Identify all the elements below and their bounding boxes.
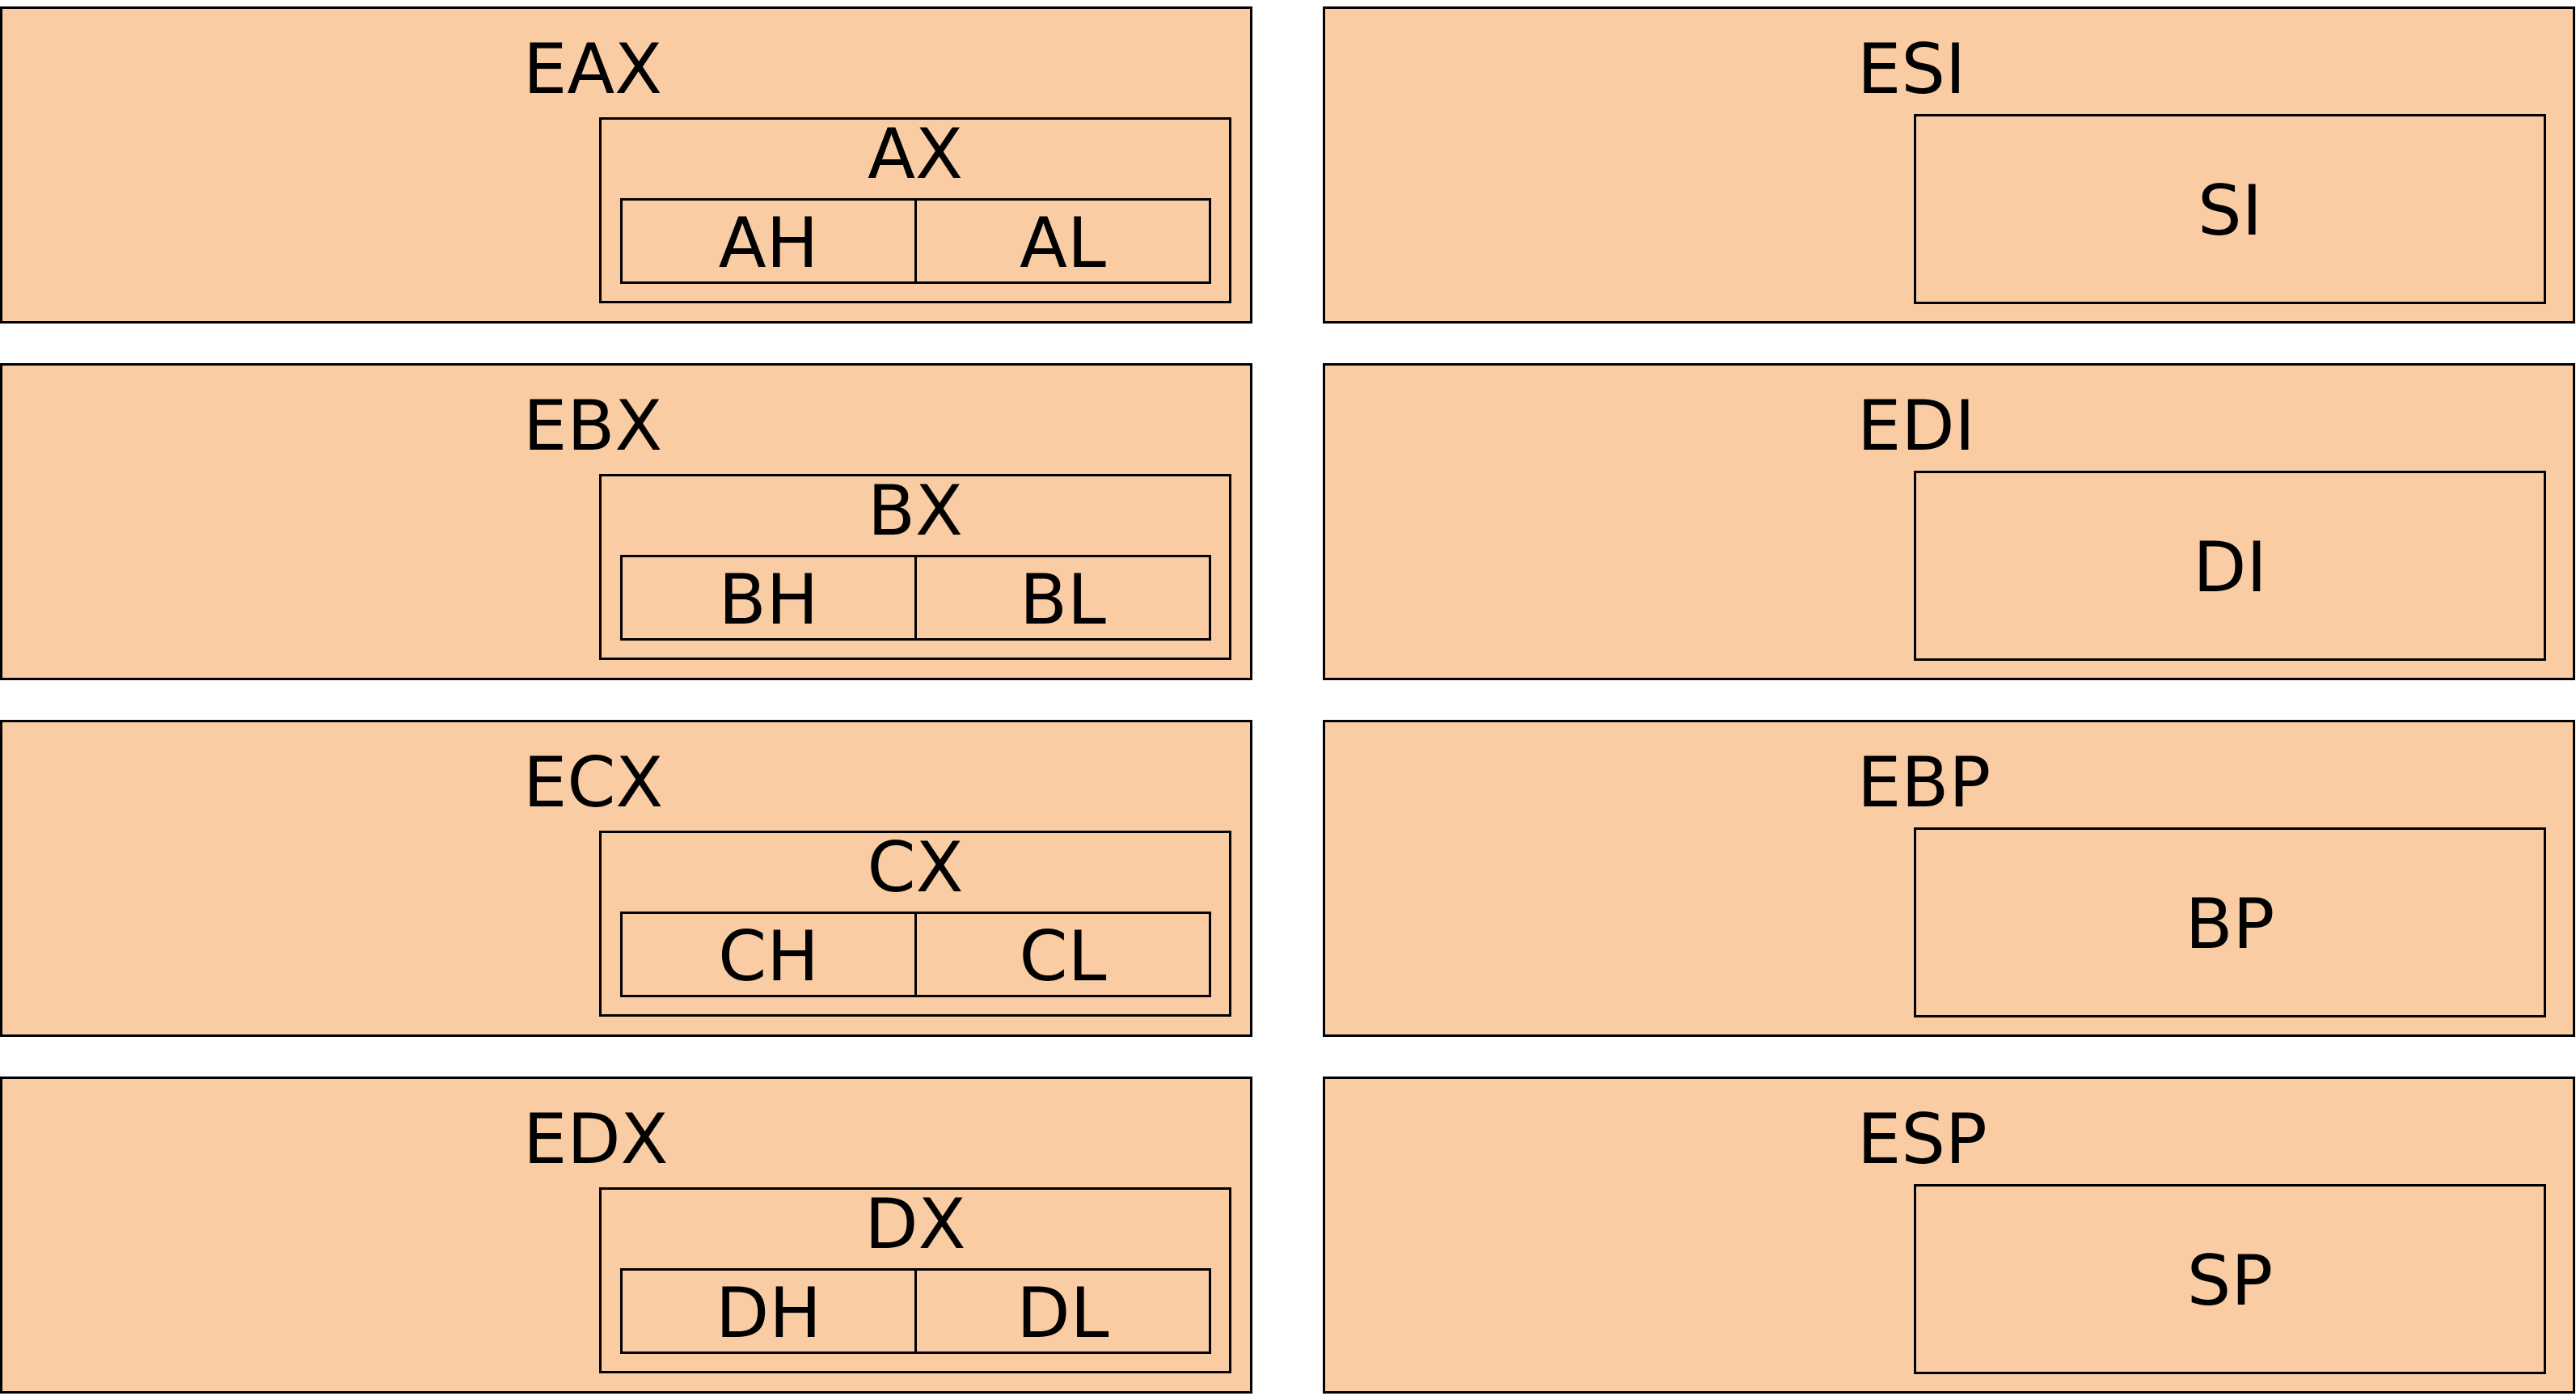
register-name: EBP	[1857, 742, 1991, 823]
word-register-name: SP	[2186, 1241, 2274, 1322]
high-byte-name: DH	[716, 1273, 821, 1354]
word-register-name: DX	[864, 1184, 966, 1265]
high-byte-box: DH	[620, 1268, 917, 1354]
register-name: ESI	[1857, 29, 1966, 110]
word-register-box: BX BH BL	[599, 474, 1231, 660]
register-edx: EDX DX DH DL	[0, 1077, 1252, 1394]
word-register-box: BP	[1914, 827, 2546, 1017]
high-byte-name: CH	[718, 916, 819, 997]
word-register-box: SP	[1914, 1184, 2546, 1374]
word-register-name: DI	[2193, 527, 2267, 608]
low-byte-box: AL	[914, 198, 1211, 284]
register-name: ECX	[523, 742, 664, 823]
low-byte-name: AL	[1020, 203, 1106, 284]
high-byte-name: BH	[718, 560, 819, 641]
word-register-name: BP	[2185, 884, 2275, 965]
low-byte-box: CL	[914, 912, 1211, 997]
word-register-box: CX CH CL	[599, 831, 1231, 1017]
low-byte-name: BL	[1020, 560, 1106, 641]
word-register-name: CX	[867, 827, 964, 908]
register-esi: ESI SI	[1323, 6, 2575, 324]
low-byte-name: CL	[1019, 916, 1107, 997]
register-ecx: ECX CX CH CL	[0, 720, 1252, 1037]
word-register-box: AX AH AL	[599, 117, 1231, 303]
word-register-box: SI	[1914, 114, 2546, 304]
register-name: EDX	[523, 1099, 669, 1180]
register-edi: EDI DI	[1323, 363, 2575, 680]
register-name: ESP	[1857, 1099, 1987, 1180]
high-byte-box: AH	[620, 198, 917, 284]
word-register-name: AX	[868, 114, 963, 195]
register-name: EAX	[523, 29, 663, 110]
low-byte-box: BL	[914, 555, 1211, 641]
low-byte-box: DL	[914, 1268, 1211, 1354]
high-byte-box: BH	[620, 555, 917, 641]
word-register-box: DX DH DL	[599, 1187, 1231, 1373]
register-ebx: EBX BX BH BL	[0, 363, 1252, 680]
word-register-box: DI	[1914, 471, 2546, 661]
word-register-name: BX	[868, 471, 963, 552]
high-byte-name: AH	[718, 203, 819, 284]
high-byte-box: CH	[620, 912, 917, 997]
register-ebp: EBP BP	[1323, 720, 2575, 1037]
register-name: EDI	[1857, 386, 1975, 467]
low-byte-name: DL	[1016, 1273, 1109, 1354]
register-name: EBX	[523, 386, 663, 467]
word-register-name: SI	[2198, 171, 2262, 252]
register-eax: EAX AX AH AL	[0, 6, 1252, 324]
register-esp: ESP SP	[1323, 1077, 2575, 1394]
